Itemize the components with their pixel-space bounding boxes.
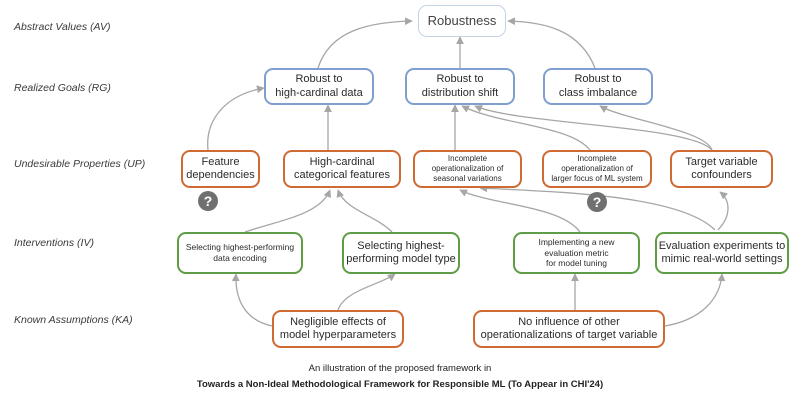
question-mark-icon: ? — [587, 192, 607, 212]
level-label-known-assumptions: Known Assumptions (KA) — [14, 314, 133, 326]
edge-model-type-to-high-cardinal-categorical — [336, 189, 393, 233]
level-label-interventions: Interventions (IV) — [14, 237, 94, 249]
edge-rg-class-imbalance-to-robustness — [507, 17, 596, 69]
edge-hyperparameters-to-data-encoding — [231, 273, 273, 327]
edge-feature-dependencies-to-rg-high-cardinal — [207, 85, 265, 151]
caption-line-2: Towards a Non-Ideal Methodological Frame… — [196, 379, 604, 390]
node-robustness: Robustness — [418, 5, 506, 37]
edge-evaluation-experiments-to-seasonal — [479, 184, 716, 231]
edge-data-encoding-to-high-cardinal-categorical — [244, 189, 332, 233]
edge-target-confounders-to-rg-class-imbalance — [599, 105, 713, 151]
edge-no-influence-to-evaluation-experiments — [664, 273, 726, 327]
caption-line-1: An illustration of the proposed framewor… — [308, 363, 492, 374]
level-label-undesirable-properties: Undesirable Properties (UP) — [14, 158, 146, 170]
question-mark-icon: ? — [198, 191, 218, 211]
edge-evaluation-experiments-to-target-confounders — [717, 191, 729, 231]
level-label-realized-goals: Realized Goals (RG) — [14, 82, 111, 94]
edge-target-confounders-to-rg-distribution-shift — [474, 105, 713, 151]
edge-larger-focus-to-rg-distribution-shift — [461, 105, 591, 151]
edge-hyperparameters-to-model-type — [337, 273, 396, 311]
edge-rg-high-cardinal-to-robustness — [317, 17, 413, 69]
node-selecting-model-type: Selecting highest-performing model type — [342, 232, 460, 274]
level-label-abstract-values: Abstract Values (AV) — [14, 21, 111, 33]
edge-new-metric-to-seasonal — [459, 189, 581, 233]
